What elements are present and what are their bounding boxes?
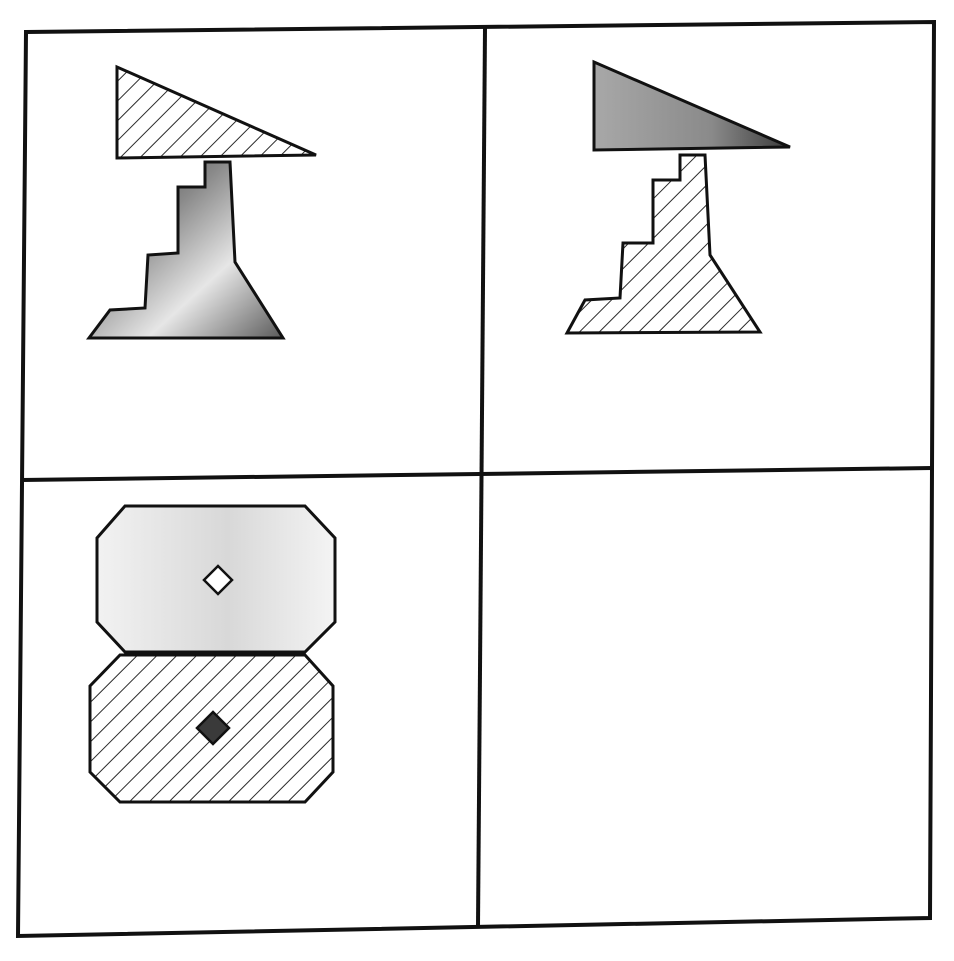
grid-vertical-divider — [476, 27, 487, 927]
hatched-stepped-tower — [564, 153, 763, 335]
cell-bottom-left — [88, 504, 337, 804]
filled-diamond-marker — [195, 710, 231, 746]
cell-top-right — [564, 59, 791, 335]
shaded-stepped-tower — [86, 160, 286, 340]
hatched-triangle — [115, 64, 317, 160]
shaded-triangle — [592, 59, 791, 152]
grid-horizontal-divider — [21, 466, 933, 482]
hollow-diamond-marker — [202, 564, 234, 596]
cell-top-left — [86, 64, 317, 340]
